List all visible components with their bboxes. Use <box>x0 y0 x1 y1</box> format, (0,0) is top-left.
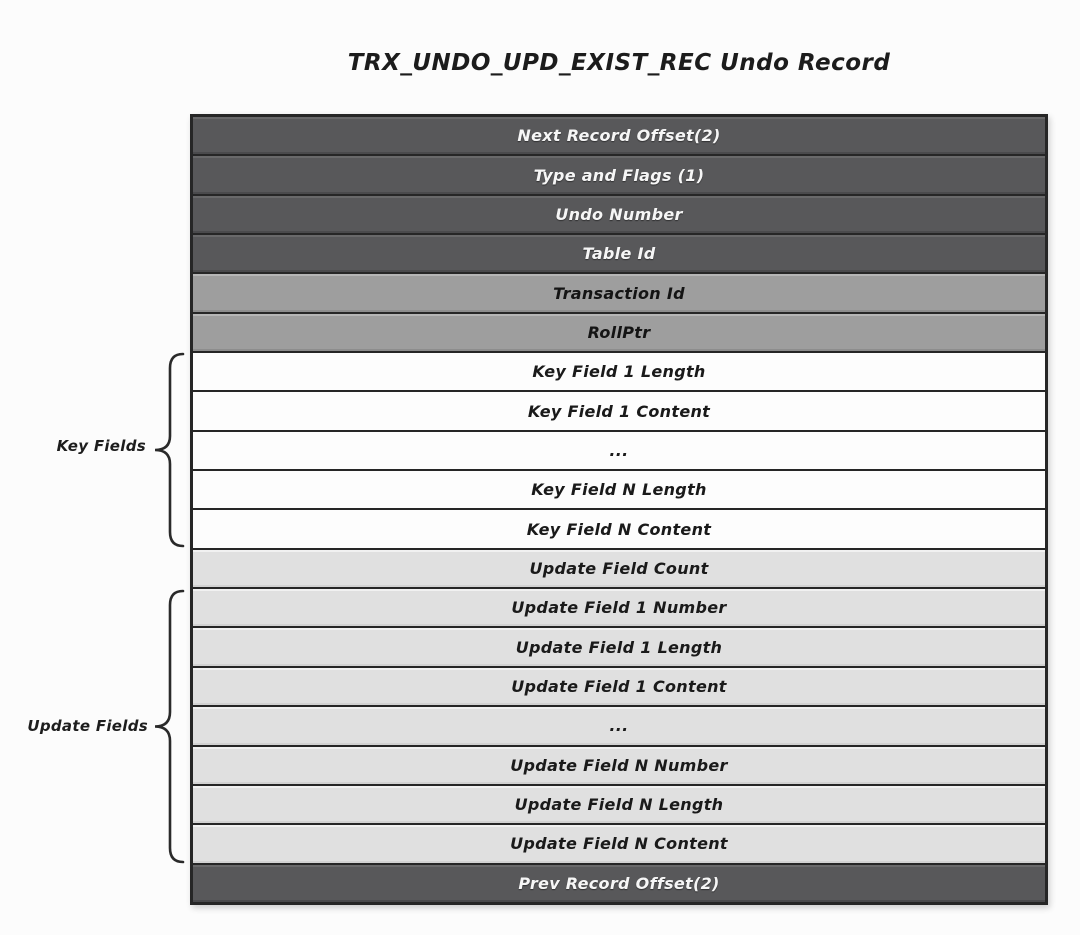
row-update-field-1-length: Update Field 1 Length <box>193 626 1045 666</box>
row-key-field-n-length: Key Field N Length <box>193 469 1045 509</box>
key-fields-brace-icon <box>154 352 185 548</box>
row-transaction-id: Transaction Id <box>193 272 1045 312</box>
row-table-id: Table Id <box>193 233 1045 273</box>
row-update-field-count: Update Field Count <box>193 547 1045 588</box>
row-update-field-n-number: Update Field N Number <box>193 744 1045 784</box>
undo-record-diagram: Next Record Offset(2) Type and Flags (1)… <box>190 114 1048 905</box>
row-update-fields-ellipsis: ... <box>193 705 1045 745</box>
row-update-field-1-number: Update Field 1 Number <box>193 587 1045 627</box>
row-update-field-1-content: Update Field 1 Content <box>193 665 1045 706</box>
row-key-field-1-length: Key Field 1 Length <box>193 351 1045 391</box>
page-title: TRX_UNDO_UPD_EXIST_REC Undo Record <box>347 50 891 76</box>
update-fields-label: Update Fields <box>27 717 148 735</box>
row-rollptr: RollPtr <box>193 311 1045 352</box>
row-update-field-n-length: Update Field N Length <box>193 783 1045 824</box>
row-prev-record-offset: Prev Record Offset(2) <box>193 862 1045 902</box>
row-key-field-1-content: Key Field 1 Content <box>193 390 1045 430</box>
row-key-fields-ellipsis: ... <box>193 429 1045 470</box>
row-key-field-n-content: Key Field N Content <box>193 508 1045 548</box>
key-fields-label: Key Fields <box>56 437 146 455</box>
row-undo-number: Undo Number <box>193 193 1045 234</box>
row-next-record-offset: Next Record Offset(2) <box>193 117 1045 155</box>
row-type-and-flags: Type and Flags (1) <box>193 154 1045 194</box>
row-update-field-n-content: Update Field N Content <box>193 823 1045 863</box>
update-fields-brace-icon <box>154 589 185 864</box>
